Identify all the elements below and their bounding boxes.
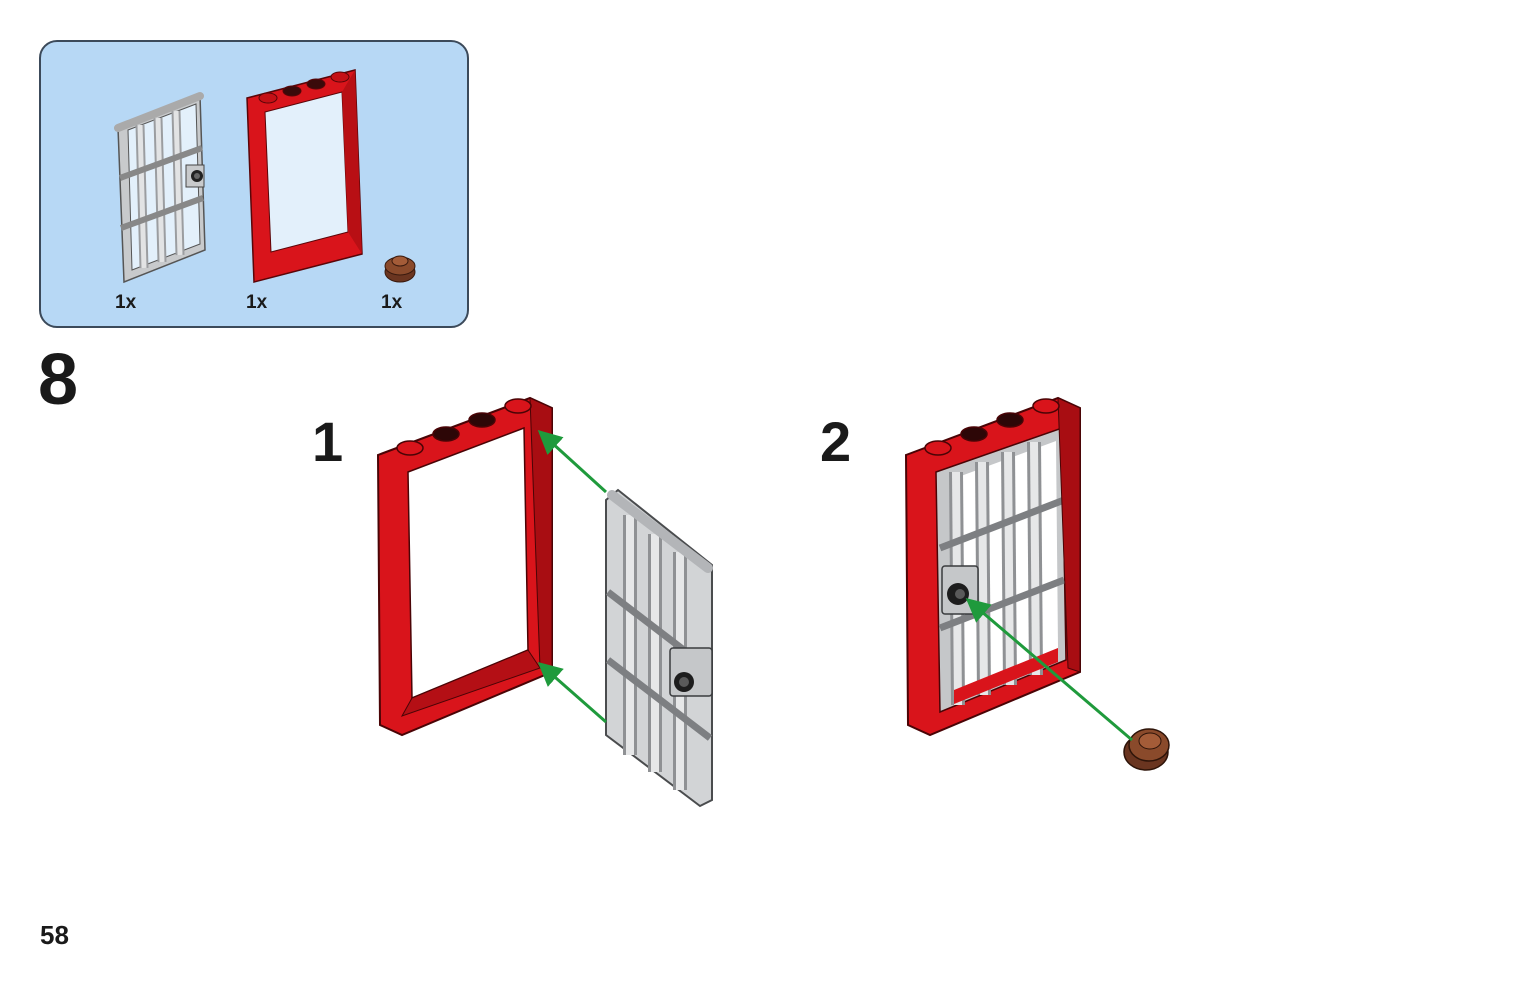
substep-1-frame (376, 396, 553, 737)
substep-2-brown-plate (1123, 728, 1170, 771)
step-number: 8 (38, 340, 79, 420)
substep-2-frame-with-door (904, 396, 1081, 737)
parts-qty-brown-plate: 1x (381, 292, 403, 313)
parts-qty-door-frame: 1x (246, 292, 268, 313)
substep-2-arrow (965, 598, 1133, 742)
substep-1-bar-door (605, 488, 713, 808)
substep-1-label: 1 (312, 410, 344, 473)
substep-2-label: 2 (820, 410, 852, 473)
substep-1-arrows (537, 429, 608, 724)
page-number: 58 (40, 920, 69, 950)
parts-bar-door (114, 92, 206, 284)
parts-brown-plate (384, 255, 416, 283)
parts-qty-bar-door: 1x (115, 292, 137, 313)
parts-red-door-frame (246, 69, 363, 283)
